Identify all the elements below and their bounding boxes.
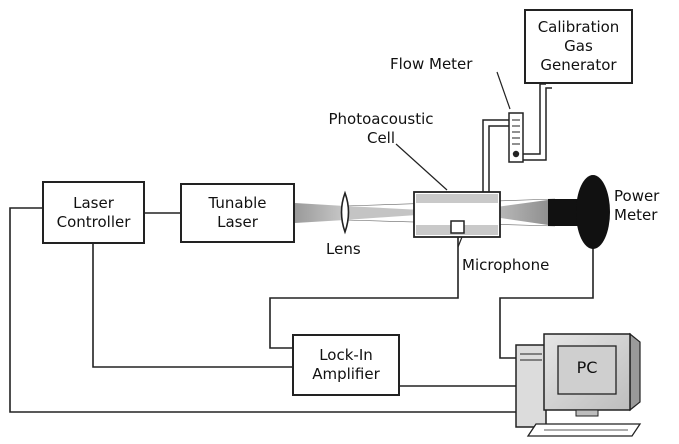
wire-controller-lockin — [92, 244, 292, 368]
flow-meter-label: Flow Meter — [390, 55, 473, 73]
beam-converge — [345, 206, 460, 220]
laser-beam — [295, 198, 556, 227]
tube-inner — [488, 125, 510, 192]
microphone-label: Microphone — [462, 256, 550, 274]
lens-shape — [340, 190, 350, 235]
pc-monitor-side — [629, 332, 641, 412]
calibration-gas-generator-label: Calibration Gas Generator — [537, 18, 620, 74]
pc-stand — [575, 409, 599, 417]
lock-in-amplifier-box: Lock-In Amplifier — [292, 334, 400, 396]
beam-diverge — [460, 199, 555, 226]
laser-controller-label: Laser Controller — [56, 193, 131, 231]
flow-meter-pointer — [496, 71, 511, 110]
photoacoustic-cell-label: Photoacoustic Cell — [328, 110, 434, 147]
pc-shape — [515, 332, 642, 437]
tube-gen-outer — [523, 83, 546, 155]
connection-wires — [9, 207, 594, 413]
microphone-shape — [450, 220, 465, 234]
microphone-pointer — [457, 236, 463, 248]
beam-left — [295, 203, 345, 223]
power-meter-shape — [548, 175, 610, 249]
tube-gen-inner — [523, 87, 552, 161]
pc-screen — [557, 345, 617, 395]
photoacoustic-pointer — [395, 143, 448, 191]
flow-meter-shape — [508, 112, 524, 163]
pc-tower — [515, 344, 547, 428]
wire-microphone-lockin — [269, 232, 459, 349]
power-meter-label: Power Meter — [614, 187, 660, 224]
calibration-gas-generator-box: Calibration Gas Generator — [524, 9, 633, 84]
wire-controller-pc — [9, 207, 516, 413]
pc-label: PC — [576, 358, 598, 377]
tunable-laser-label: Tunable Laser — [208, 194, 267, 231]
gas-tubes — [482, 83, 552, 192]
wire-powermeter-pc — [499, 244, 594, 359]
lens-label: Lens — [326, 240, 361, 258]
tunable-laser-box: Tunable Laser — [180, 183, 295, 243]
lock-in-amplifier-label: Lock-In Amplifier — [312, 346, 380, 383]
tube-outer — [482, 119, 510, 192]
laser-controller-box: Laser Controller — [42, 181, 145, 244]
